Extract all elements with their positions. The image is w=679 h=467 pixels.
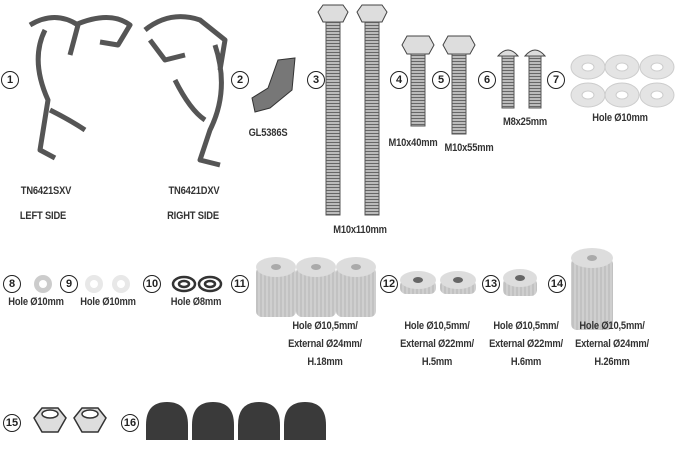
part-label: H.5mm xyxy=(421,356,453,368)
part-label: M8x25mm xyxy=(502,116,548,128)
part-number: 5 xyxy=(432,71,450,89)
part-number: 15 xyxy=(3,414,21,432)
part-number: 13 xyxy=(482,275,500,293)
nut-icon xyxy=(33,407,107,433)
flat-washer-icon xyxy=(34,275,130,293)
part-number: 14 xyxy=(548,275,566,293)
side-label-left: LEFT SIDE xyxy=(19,210,67,222)
part-number: 10 xyxy=(143,275,161,293)
part-label: M10x110mm xyxy=(333,224,387,236)
part-number: 2 xyxy=(231,71,249,89)
part-label: Hole Ø10,5mm/ xyxy=(404,320,470,332)
part-label: Hole Ø10,5mm/ xyxy=(292,320,358,332)
right-frame-icon xyxy=(143,14,228,168)
part-label: External Ø22mm/ xyxy=(489,338,563,350)
cap-icon xyxy=(146,402,326,440)
part-number: 3 xyxy=(307,71,325,89)
part-label: Hole Ø10mm xyxy=(80,296,136,308)
part-label: H.18mm xyxy=(307,356,343,368)
part-label: Hole Ø8mm xyxy=(170,296,222,308)
washer-icon xyxy=(570,54,675,108)
part-label: GL5386S xyxy=(248,127,288,139)
bracket-icon xyxy=(251,57,296,113)
part-label: External Ø22mm/ xyxy=(400,338,474,350)
part-code-right: TN6421DXV xyxy=(168,185,220,197)
part-label: M10x40mm xyxy=(388,137,438,149)
part-code-left: TN6421SXV xyxy=(20,185,72,197)
part-number: 16 xyxy=(121,414,139,432)
part-number: 4 xyxy=(390,71,408,89)
short-bolt-icon xyxy=(496,49,547,109)
part-label: Hole Ø10mm xyxy=(592,112,648,124)
part-number: 8 xyxy=(3,275,21,293)
tall-spacer-icon xyxy=(256,257,376,317)
flat-spacer-icon xyxy=(400,271,476,294)
part-label: External Ø24mm/ xyxy=(288,338,362,350)
part-number: 7 xyxy=(547,71,565,89)
part-number: 9 xyxy=(60,275,78,293)
lock-washer-icon xyxy=(171,275,223,293)
part-label: H.6mm xyxy=(510,356,542,368)
part-number: 1 xyxy=(1,71,19,89)
medium-bolt-icon xyxy=(401,35,476,135)
left-frame-icon xyxy=(28,15,133,161)
long-spacer-icon xyxy=(571,248,613,330)
long-bolt-icon xyxy=(317,4,388,216)
side-label-right: RIGHT SIDE xyxy=(167,210,219,222)
part-label: External Ø24mm/ xyxy=(575,338,649,350)
spacer-icon xyxy=(503,269,537,296)
part-number: 6 xyxy=(478,71,496,89)
part-label: M10x55mm xyxy=(444,142,494,154)
part-number: 12 xyxy=(380,275,398,293)
part-label: H.26mm xyxy=(594,356,630,368)
part-label: Hole Ø10,5mm/ xyxy=(579,320,645,332)
part-label: Hole Ø10,5mm/ xyxy=(493,320,559,332)
part-number: 11 xyxy=(231,275,249,293)
part-label: Hole Ø10mm xyxy=(8,296,64,308)
